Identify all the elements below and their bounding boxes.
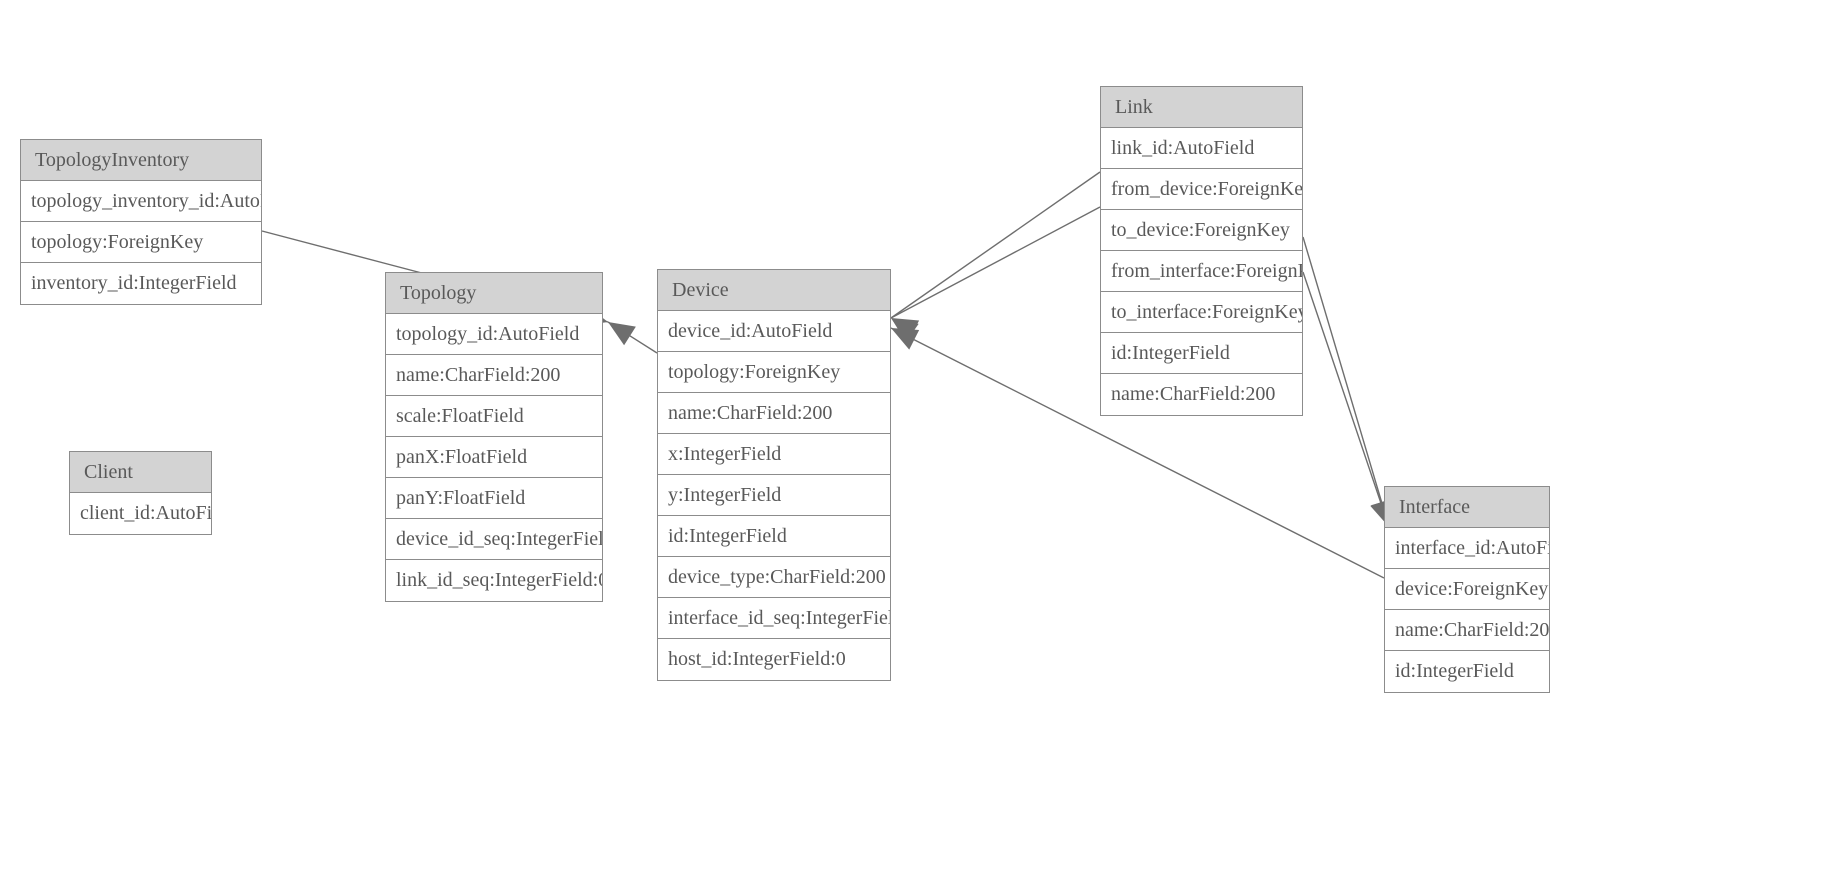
rel-link-to-interface-line [1302, 271, 1390, 528]
entity-link-field[interactable]: to_interface:ForeignKey [1101, 292, 1302, 333]
entity-device-field[interactable]: x:IntegerField [658, 434, 890, 475]
rel-link-to-device-line [890, 206, 1101, 319]
entity-device-field[interactable]: host_id:IntegerField:0 [658, 639, 890, 680]
entity-device-field[interactable]: topology:ForeignKey [658, 352, 890, 393]
entity-device-field[interactable]: name:CharField:200 [658, 393, 890, 434]
rel-interface-device-arrowhead [891, 328, 920, 350]
entity-client-title: Client [70, 452, 211, 493]
entity-topologyinventory-title: TopologyInventory [21, 140, 261, 181]
entity-device-field[interactable]: device_type:CharField:200 [658, 557, 890, 598]
entity-client-field[interactable]: client_id:AutoField [70, 493, 211, 534]
entity-interface[interactable]: Interfaceinterface_id:AutoFielddevice:Fo… [1384, 486, 1550, 693]
rel-link-from-interface-line [1302, 236, 1390, 528]
entity-topology-field[interactable]: link_id_seq:IntegerField:0 [386, 560, 602, 601]
entity-link-field[interactable]: link_id:AutoField [1101, 128, 1302, 169]
entity-topologyinventory-field[interactable]: topology_inventory_id:AutoField [21, 181, 261, 222]
rel-device-topology-arrowhead [608, 322, 636, 346]
entity-link-field[interactable]: name:CharField:200 [1101, 374, 1302, 415]
entity-interface-field[interactable]: device:ForeignKey [1385, 569, 1549, 610]
entity-device-title: Device [658, 270, 890, 311]
entity-interface-field[interactable]: id:IntegerField [1385, 651, 1549, 692]
entity-topologyinventory-field[interactable]: inventory_id:IntegerField [21, 263, 261, 304]
entity-topology-field[interactable]: panX:FloatField [386, 437, 602, 478]
entity-topology-field[interactable]: device_id_seq:IntegerField:0 [386, 519, 602, 560]
entity-link-field[interactable]: id:IntegerField [1101, 333, 1302, 374]
entity-device-field[interactable]: interface_id_seq:IntegerField:0 [658, 598, 890, 639]
entity-interface-field[interactable]: name:CharField:200 [1385, 610, 1549, 651]
entity-topology-title: Topology [386, 273, 602, 314]
entity-topology-field[interactable]: panY:FloatField [386, 478, 602, 519]
entity-interface-title: Interface [1385, 487, 1549, 528]
entity-link-title: Link [1101, 87, 1302, 128]
rel-device-topology-line [607, 321, 658, 354]
entity-topologyinventory-field[interactable]: topology:ForeignKey [21, 222, 261, 263]
entity-link-field[interactable]: to_device:ForeignKey [1101, 210, 1302, 251]
entity-topology-field[interactable]: name:CharField:200 [386, 355, 602, 396]
entity-device-field[interactable]: device_id:AutoField [658, 311, 890, 352]
entity-device-field[interactable]: id:IntegerField [658, 516, 890, 557]
rel-link-from-device-line [890, 171, 1101, 319]
entity-interface-field[interactable]: interface_id:AutoField [1385, 528, 1549, 569]
rel-link-to-device-arrowhead [891, 318, 920, 340]
rel-link-from-device-arrowhead [891, 318, 919, 342]
entity-topology-field[interactable]: scale:FloatField [386, 396, 602, 437]
entity-device-field[interactable]: y:IntegerField [658, 475, 890, 516]
entity-topology-field[interactable]: topology_id:AutoField [386, 314, 602, 355]
entity-link-field[interactable]: from_device:ForeignKey [1101, 169, 1302, 210]
entity-link-field[interactable]: from_interface:ForeignKey [1101, 251, 1302, 292]
